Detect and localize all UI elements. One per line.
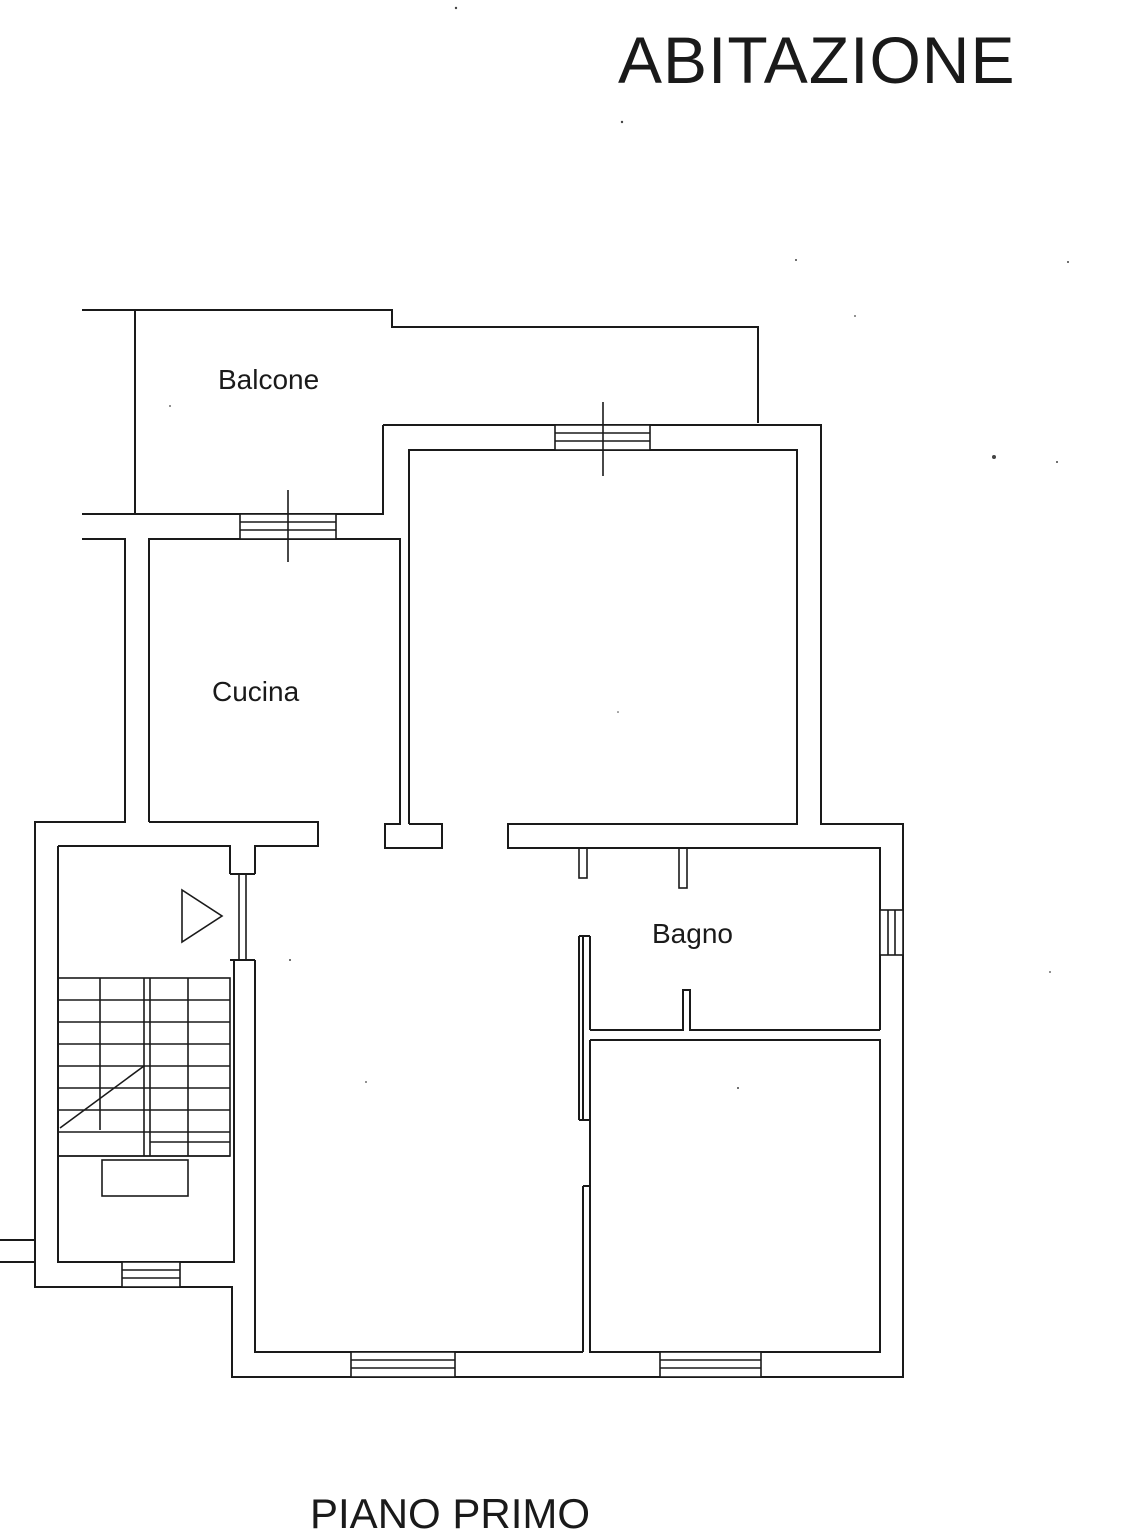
window-living-bottom [350, 1351, 456, 1378]
window-kitchen [239, 490, 337, 562]
scan-specks [169, 6, 1069, 1089]
room-label-bagno: Bagno [652, 918, 733, 949]
stair-enclosure [57, 845, 583, 1353]
plan-title: ABITAZIONE [618, 23, 1016, 97]
window-bedroom-top [554, 402, 651, 476]
balcony-outline [82, 309, 759, 515]
room-label-balcone: Balcone [218, 364, 320, 395]
window-bathroom [879, 909, 904, 956]
room-label-cucina: Cucina [212, 676, 300, 707]
stair-flight [57, 977, 231, 1197]
floor-label: PIANO PRIMO [310, 1490, 591, 1537]
bedroom-top-walls [408, 449, 881, 1030]
exterior-wall-outer [34, 424, 904, 1378]
window-bedroom-bottom [659, 1351, 762, 1378]
bedroom-bottom-walls [582, 1039, 881, 1353]
bathroom-walls [578, 847, 880, 1121]
window-stairs [121, 1261, 181, 1288]
kitchen-walls [148, 538, 443, 874]
stair-direction-arrow [181, 888, 224, 944]
